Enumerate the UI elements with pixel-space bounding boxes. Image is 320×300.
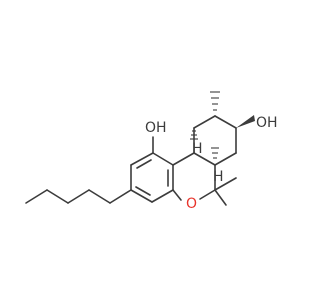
aromatic-double-bond xyxy=(136,159,152,169)
pyran-ring xyxy=(172,152,216,201)
aromatic-double-bond xyxy=(135,186,151,196)
ring-oxygen-label: O xyxy=(186,196,197,212)
bond xyxy=(172,189,182,201)
bond xyxy=(109,189,132,204)
hashed-methyl xyxy=(210,91,220,111)
cyclohexyl-oh-label: OH xyxy=(256,115,278,131)
molecule-structure: OH OH O H H xyxy=(25,91,278,212)
bond xyxy=(46,189,69,204)
stereo-h-bottom-label: H xyxy=(213,169,224,185)
bond xyxy=(214,177,237,191)
bond xyxy=(25,189,48,204)
wedge-bond xyxy=(236,115,255,128)
bond xyxy=(151,189,174,203)
bond xyxy=(152,152,174,166)
aromatic-ring xyxy=(130,152,174,203)
hashed-bond-bottom xyxy=(211,147,219,159)
bond xyxy=(199,189,216,200)
pentyl-chain xyxy=(25,189,132,204)
bond xyxy=(214,189,227,206)
bond xyxy=(193,115,216,129)
bond xyxy=(214,115,237,129)
bond xyxy=(130,189,153,203)
bond xyxy=(88,189,111,204)
stereo-h-top-label: H xyxy=(192,141,203,157)
phenol-oh-label: OH xyxy=(145,120,167,136)
bond xyxy=(193,152,216,166)
bond xyxy=(172,152,195,166)
cyclohexane-ring xyxy=(193,115,237,166)
hashed-bond-top xyxy=(190,130,198,140)
bond xyxy=(130,152,154,166)
bond xyxy=(67,189,90,204)
bond xyxy=(214,152,237,166)
